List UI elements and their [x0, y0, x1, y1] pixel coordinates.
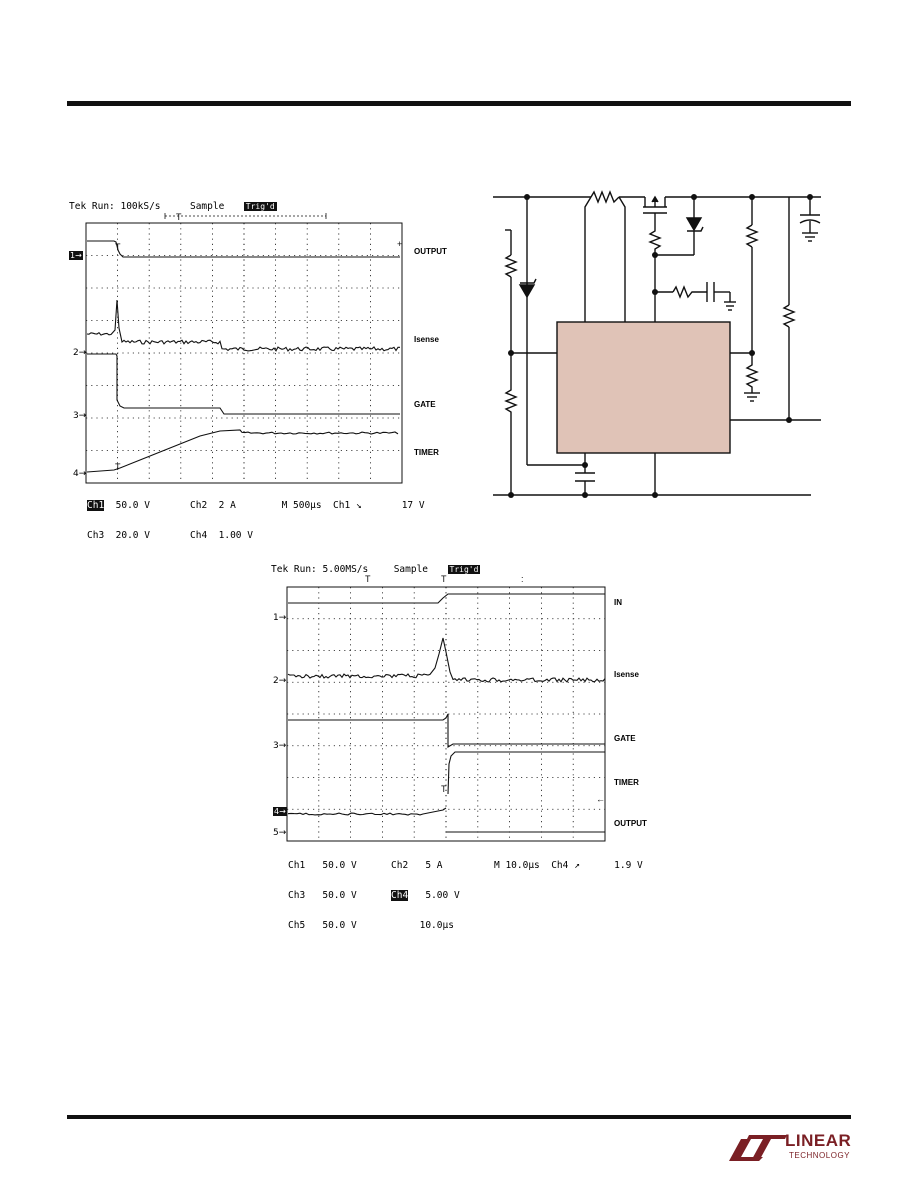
top-rule — [67, 101, 851, 106]
scope2-label-in: IN — [614, 598, 622, 607]
scope2-ch4-marker: 4→ — [273, 807, 287, 816]
input-divider-top — [504, 254, 518, 278]
scope2-ch5-marker: 5→ — [273, 828, 287, 838]
scope1-ch1-marker: 1→ — [69, 251, 83, 260]
scope2-label-gate: GATE — [614, 734, 636, 743]
svg-text:T: T — [441, 574, 447, 584]
logo-word-technology: TECHNOLOGY — [789, 1151, 851, 1160]
sense-resistor — [590, 190, 620, 204]
mosfet — [643, 195, 667, 225]
schematic — [493, 190, 821, 498]
scope1-traces — [86, 240, 400, 473]
svg-text:T: T — [441, 784, 447, 794]
scope2-ch1-marker: 1→ — [273, 613, 287, 623]
scope1-trace-isense — [86, 299, 400, 352]
scope1-ch3-marker: 3→ — [73, 411, 87, 421]
linear-technology-logo: LINEAR TECHNOLOGY — [727, 1131, 852, 1165]
scope2-acq-mode: Sample — [393, 564, 429, 575]
gate-rc-resistor — [672, 285, 707, 299]
scope2-header: Tek Run: 5.00MS/s Sample Trig'd — [271, 564, 481, 575]
scope2-traces — [287, 593, 606, 833]
scope2-ch2-marker: 2→ — [273, 676, 287, 686]
svg-text:←: ← — [596, 794, 605, 804]
lt-mark-icon — [729, 1135, 787, 1161]
scope1-header: Tek Run: 100kS/s Sample Trig'd — [69, 201, 277, 212]
scope1-markers-inner: T T + — [115, 239, 402, 472]
svg-text:T: T — [365, 574, 371, 584]
input-divider-bottom — [504, 353, 518, 495]
svg-text::: : — [521, 574, 524, 584]
scope2-graticule — [286, 586, 606, 842]
scope2-screen: T T : T ← — [286, 574, 606, 842]
scope2-trace-in — [288, 593, 605, 604]
scope2-trace-gate — [288, 713, 605, 748]
gate-resistor — [648, 225, 662, 255]
svg-text:T: T — [115, 242, 121, 252]
scope2-label-output: OUTPUT — [614, 819, 647, 828]
scope2-ch3-marker: 3→ — [273, 741, 287, 751]
scope1-label-timer: TIMER — [414, 448, 439, 457]
scope1-ch2-marker: 2→ — [73, 348, 87, 358]
scope2-trace-timer — [447, 751, 605, 795]
svg-text:T: T — [176, 212, 182, 222]
scope1-label-output: OUTPUT — [414, 247, 447, 256]
scope2-label-isense: Isense — [614, 670, 639, 679]
output-pullup-resistor — [782, 304, 796, 328]
scope1-screen: T T T + — [85, 212, 403, 484]
scope2-trace-output — [287, 807, 447, 816]
scope1-acq-mode: Sample — [189, 201, 225, 212]
scope1-trig-status: Trig'd — [243, 202, 277, 211]
controller-ic — [556, 321, 731, 454]
scope1-trace-timer — [86, 429, 399, 473]
scope2-run-rate: Tek Run: 5.00MS/s — [271, 564, 369, 575]
scope1-trace-output — [87, 240, 400, 258]
scope2-footer: Ch1 50.0 V Ch2 5 A M 10.0µs Ch4 ↗ 1.9 V … — [288, 860, 643, 931]
scope2-trace-isense — [287, 637, 606, 683]
scope1-trace-gate — [87, 353, 400, 415]
svg-text:T: T — [115, 462, 121, 472]
scope1-label-isense: Isense — [414, 335, 439, 344]
svg-text:+: + — [397, 239, 402, 249]
scope2-label-timer: TIMER — [614, 778, 639, 787]
bottom-rule — [67, 1115, 851, 1119]
input-tvs — [518, 284, 536, 299]
scope1-label-gate: GATE — [414, 400, 436, 409]
scope1-record-bar: T — [164, 212, 327, 222]
junction-dots — [508, 194, 813, 498]
divider-top-resistor — [745, 224, 759, 248]
scope1-graticule — [85, 222, 403, 484]
scope1-run-rate: Tek Run: 100kS/s — [69, 201, 161, 212]
divider-bottom-resistor — [745, 353, 759, 393]
scope2-trig-status: Trig'd — [447, 565, 481, 574]
scope1-footer: Ch1 50.0 V Ch2 2 A M 500µs Ch1 ↘ 17 V Ch… — [87, 500, 425, 541]
gate-zener — [655, 197, 704, 256]
scope1-ch4-marker: 4→ — [73, 469, 87, 479]
logo-word-linear: LINEAR — [785, 1131, 852, 1150]
